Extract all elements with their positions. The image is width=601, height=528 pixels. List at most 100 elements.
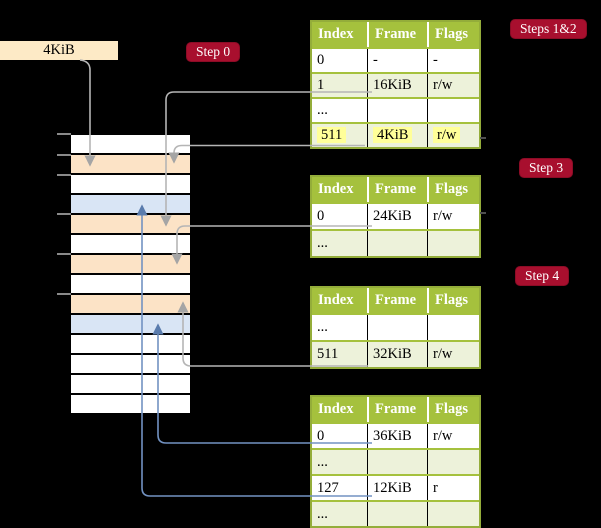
table-header-row: Index Frame Flags [312,177,479,202]
cell-index: 511 [312,124,367,147]
memory-row-white [71,395,190,413]
header-flags: Flags [427,397,479,422]
cell-flags [427,231,479,256]
cell-index: ... [317,506,328,522]
page-table-steps-1-2: Index Frame Flags 0 - - 1 16KiB r/w ... … [310,20,481,149]
cell-flags: - [427,49,479,72]
header-frame: Frame [367,22,427,47]
memory-tick [57,174,71,176]
table-row: 0 24KiB r/w [312,202,479,229]
header-index: Index [318,292,354,308]
memory-row-peach [71,295,190,313]
cell-flags: r/w [427,424,479,448]
memory-row-peach [71,155,190,173]
memory-row-blue [71,315,190,333]
header-frame: Frame [367,397,427,422]
table-header-row: Index Frame Flags [312,288,479,313]
cell-index: 0 [317,428,325,444]
cell-frame [367,231,427,256]
row-stub-mark [480,212,486,214]
header-flags: Flags [427,288,479,313]
cell-frame [367,502,427,526]
row-stub-mark [480,137,486,139]
cell-flags: r/w [427,342,479,367]
header-index: Index [318,401,354,417]
header-flags: Flags [427,22,479,47]
memory-row-peach [71,215,190,233]
table-row-highlighted: 511 4KiB r/w [312,122,479,147]
cell-frame [367,315,427,340]
cell-flags: r/w [427,204,479,229]
memory-row-white [71,375,190,393]
badge-steps-1-2: Steps 1&2 [511,20,586,38]
highlight-flags: r/w [433,127,461,143]
badge-step-3: Step 3 [520,159,573,177]
cell-frame: 12KiB [367,476,427,500]
highlight-frame: 4KiB [373,127,413,143]
table-row: 0 36KiB r/w [312,422,479,448]
memory-tick [57,133,71,135]
table-row: 127 12KiB r [312,474,479,500]
cell-index: 127 [317,480,339,496]
table-header-row: Index Frame Flags [312,22,479,47]
cell-flags: r/w [427,74,479,97]
cell-flags [427,450,479,474]
highlight-index: 511 [317,127,347,143]
cell-index: 0 [317,208,325,224]
memory-tick [57,293,71,295]
table-row: 1 16KiB r/w [312,72,479,97]
cell-flags [427,502,479,526]
memory-row-white [71,335,190,353]
memory-tick [57,253,71,255]
memory-row-white [71,235,190,253]
cell-frame: 36KiB [367,424,427,448]
page-table-base-box: 4KiB [0,41,118,60]
table-row: ... [312,500,479,526]
cell-index: ... [317,454,328,470]
cell-frame [367,450,427,474]
cell-index: 511 [317,346,339,362]
badge-step-4: Step 4 [516,267,569,285]
cell-index: ... [317,319,328,335]
cell-index: ... [317,235,328,251]
cell-frame: 24KiB [367,204,427,229]
memory-row-white [71,355,190,373]
header-flags: Flags [427,177,479,202]
badge-step-0: Step 0 [187,43,240,61]
table-row: ... [312,229,479,256]
memory-row-blue [71,195,190,213]
page-table-step-3: Index Frame Flags 0 24KiB r/w ... [310,175,481,258]
cell-frame: - [367,49,427,72]
cell-index: 0 [317,52,325,68]
page-table-final-level: Index Frame Flags 0 36KiB r/w ... 127 12… [310,395,481,528]
table-header-row: Index Frame Flags [312,397,479,422]
table-row: ... [312,448,479,474]
cell-frame: 4KiB [367,124,427,147]
cell-flags [427,99,479,122]
header-index: Index [318,26,354,42]
cell-index: 1 [317,77,325,93]
memory-tick [57,213,71,215]
header-frame: Frame [367,288,427,313]
cell-frame: 16KiB [367,74,427,97]
memory-tick [57,154,71,156]
memory-row-white [71,175,190,193]
cell-index: ... [317,102,328,118]
table-row: 0 - - [312,47,479,72]
memory-row-peach [71,255,190,273]
physical-memory-strip [71,135,190,413]
table-row: ... [312,313,479,340]
page-table-step-4: Index Frame Flags ... 511 32KiB r/w [310,286,481,369]
table-row: ... [312,97,479,122]
cell-frame: 32KiB [367,342,427,367]
page-table-base-label: 4KiB [43,42,75,58]
table-row: 511 32KiB r/w [312,340,479,367]
header-index: Index [318,181,354,197]
memory-row-white [71,135,190,153]
cell-frame [367,99,427,122]
memory-row-white [71,275,190,293]
cell-flags: r/w [427,124,479,147]
cell-flags: r [427,476,479,500]
cell-flags [427,315,479,340]
